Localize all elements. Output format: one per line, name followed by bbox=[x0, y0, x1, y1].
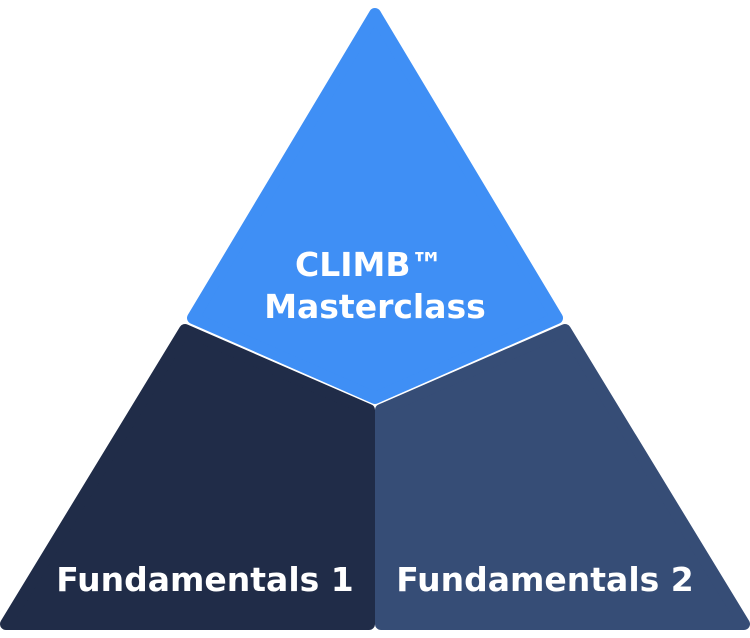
segment-top-label: CLIMB™ Masterclass bbox=[264, 245, 486, 326]
segment-top-label-line-1: CLIMB™ bbox=[295, 245, 444, 284]
segment-top-label-line-2: Masterclass bbox=[264, 287, 486, 326]
segment-bottom-right-label: Fundamentals 2 bbox=[396, 560, 693, 599]
segment-bottom-right bbox=[375, 324, 750, 630]
segment-bottom-left bbox=[0, 324, 375, 630]
segment-top bbox=[187, 8, 563, 404]
segment-bottom-left-label: Fundamentals 1 bbox=[56, 560, 353, 599]
